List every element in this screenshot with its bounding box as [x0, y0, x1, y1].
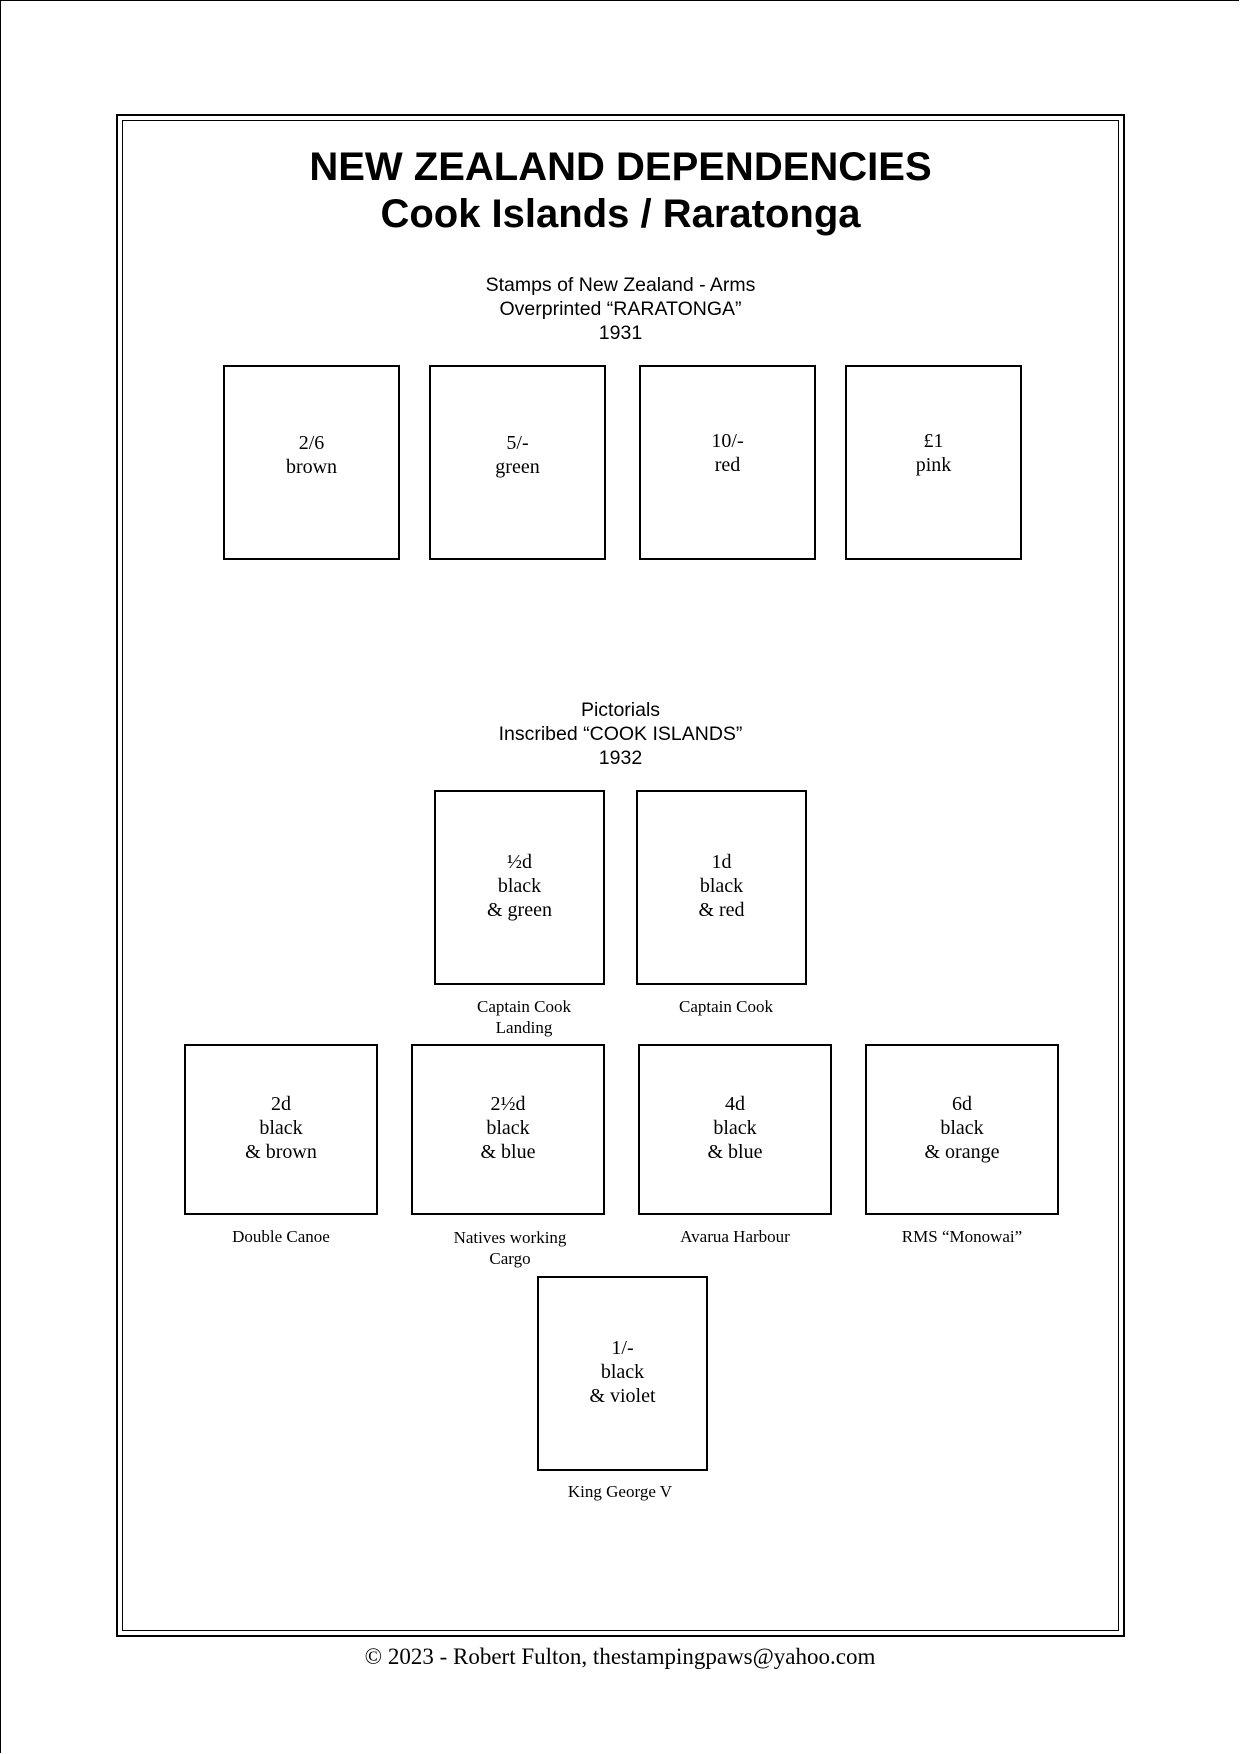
section2-year: 1932 [598, 747, 643, 769]
stamp-color: black [699, 875, 744, 897]
stamp-caption: Avarua Harbour [615, 1226, 855, 1247]
stamp-caption: Captain Cook Landing [404, 996, 644, 1038]
caption-line: Captain Cook [477, 997, 571, 1016]
section1-year: 1931 [598, 322, 643, 344]
stamp-caption: Natives working Cargo [390, 1227, 630, 1269]
page-border-inner [122, 120, 1119, 1631]
stamp-color: black [259, 1117, 303, 1139]
stamp-caption: King George V [500, 1481, 740, 1502]
stamp-value: 5/- [506, 432, 529, 454]
stamp-color: black [486, 1117, 530, 1139]
stamp-color: & red [698, 899, 745, 921]
stamp-space: 4d black & blue [638, 1044, 832, 1215]
stamp-space: 1/- black & violet [537, 1276, 708, 1471]
stamp-caption: Captain Cook [606, 996, 846, 1017]
stamp-space: 2/6 brown [223, 365, 400, 560]
stamp-color: & blue [707, 1141, 763, 1163]
stamp-value: 4d [725, 1093, 745, 1115]
stamp-value: ½d [507, 851, 532, 873]
stamp-space: 6d black & orange [865, 1044, 1059, 1215]
stamp-color: brown [285, 456, 338, 478]
section1-heading: Stamps of New Zealand - Arms [485, 274, 756, 296]
caption-line: Captain Cook [679, 997, 773, 1016]
page-title: NEW ZEALAND DEPENDENCIES [309, 145, 932, 189]
stamp-value: 2d [271, 1093, 291, 1115]
stamp-color: black [713, 1117, 757, 1139]
stamp-color: black [497, 875, 542, 897]
stamp-space: 2d black & brown [184, 1044, 378, 1215]
stamp-value: £1 [923, 430, 944, 452]
stamp-color: black [600, 1361, 645, 1383]
page-border-outer [116, 114, 1125, 1637]
stamp-value: 1/- [611, 1337, 634, 1359]
caption-line: RMS “Monowai” [901, 1227, 1023, 1246]
caption-line: Double Canoe [232, 1227, 330, 1246]
stamp-color: red [714, 454, 741, 476]
stamp-caption: Double Canoe [161, 1226, 401, 1247]
section2-inscription: Inscribed “COOK ISLANDS” [498, 723, 743, 745]
stamp-caption: RMS “Monowai” [842, 1226, 1082, 1247]
caption-line: King George V [567, 1482, 673, 1501]
stamp-space: 10/- red [639, 365, 816, 560]
caption-line: Cargo [489, 1249, 531, 1268]
section2-heading: Pictorials [580, 699, 661, 721]
copyright-footer: © 2023 - Robert Fulton, thestampingpaws@… [364, 1644, 876, 1669]
stamp-space: £1 pink [845, 365, 1022, 560]
section1-overprint: Overprinted “RARATONGA” [499, 298, 742, 320]
stamp-value: 2/6 [298, 432, 325, 454]
stamp-value: 1d [711, 851, 732, 873]
stamp-color: black [940, 1117, 984, 1139]
stamp-color: & green [487, 899, 552, 921]
caption-line: Natives working [453, 1228, 567, 1247]
stamp-color: & brown [245, 1141, 317, 1163]
stamp-space: 2½d black & blue [411, 1044, 605, 1215]
stamp-color: & blue [480, 1141, 536, 1163]
caption-line: Landing [495, 1018, 553, 1037]
stamp-value: 10/- [711, 430, 744, 452]
stamp-color: green [495, 456, 540, 478]
caption-line: Avarua Harbour [680, 1227, 790, 1246]
stamp-value: 2½d [490, 1093, 526, 1115]
stamp-space: ½d black & green [434, 790, 605, 985]
stamp-space: 5/- green [429, 365, 606, 560]
stamp-color: pink [915, 454, 952, 476]
stamp-value: 6d [952, 1093, 972, 1115]
stamp-space: 1d black & red [636, 790, 807, 985]
stamp-color: & violet [589, 1385, 656, 1407]
stamp-color: & orange [924, 1141, 1000, 1163]
page-subtitle: Cook Islands / Raratonga [380, 192, 861, 236]
